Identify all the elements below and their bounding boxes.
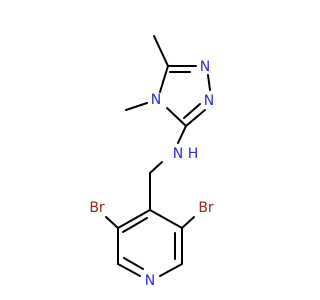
bond-c4-c5 <box>117 209 151 229</box>
bond-n4-c5 <box>159 65 169 93</box>
bond-n2-c3-double <box>183 103 201 119</box>
bond-c6-npy-double <box>123 257 144 270</box>
molecule-structure: N N N N H Br Br N <box>89 35 214 289</box>
bond-c4-c3 <box>149 209 183 229</box>
atom-h-label: H <box>188 146 199 162</box>
bond-c4-c5-double <box>122 217 148 233</box>
atom-br-right-label: Br <box>198 200 214 216</box>
bond-c6-npy <box>117 263 141 277</box>
atom-n4-label: N <box>151 92 161 108</box>
atom-n-pyridine-label: N <box>145 273 155 289</box>
bond-c3-n4 <box>166 107 187 127</box>
bond-n1-n2 <box>207 74 211 91</box>
bond-c5-methyl <box>153 35 169 67</box>
bond-c3-nh <box>177 125 187 144</box>
bond-n2-c3 <box>185 109 206 127</box>
atom-nh-label: N <box>173 146 183 162</box>
bond-nh-ch2 <box>149 161 163 174</box>
bond-c2-npy <box>159 263 183 277</box>
atom-br-left-label: Br <box>89 200 105 216</box>
atom-n2-label: N <box>204 93 214 109</box>
atom-n1-label: N <box>200 59 210 75</box>
bond-c5-br <box>105 216 119 229</box>
bond-n4-methyl <box>125 102 148 111</box>
bond-c3-br <box>181 216 195 229</box>
